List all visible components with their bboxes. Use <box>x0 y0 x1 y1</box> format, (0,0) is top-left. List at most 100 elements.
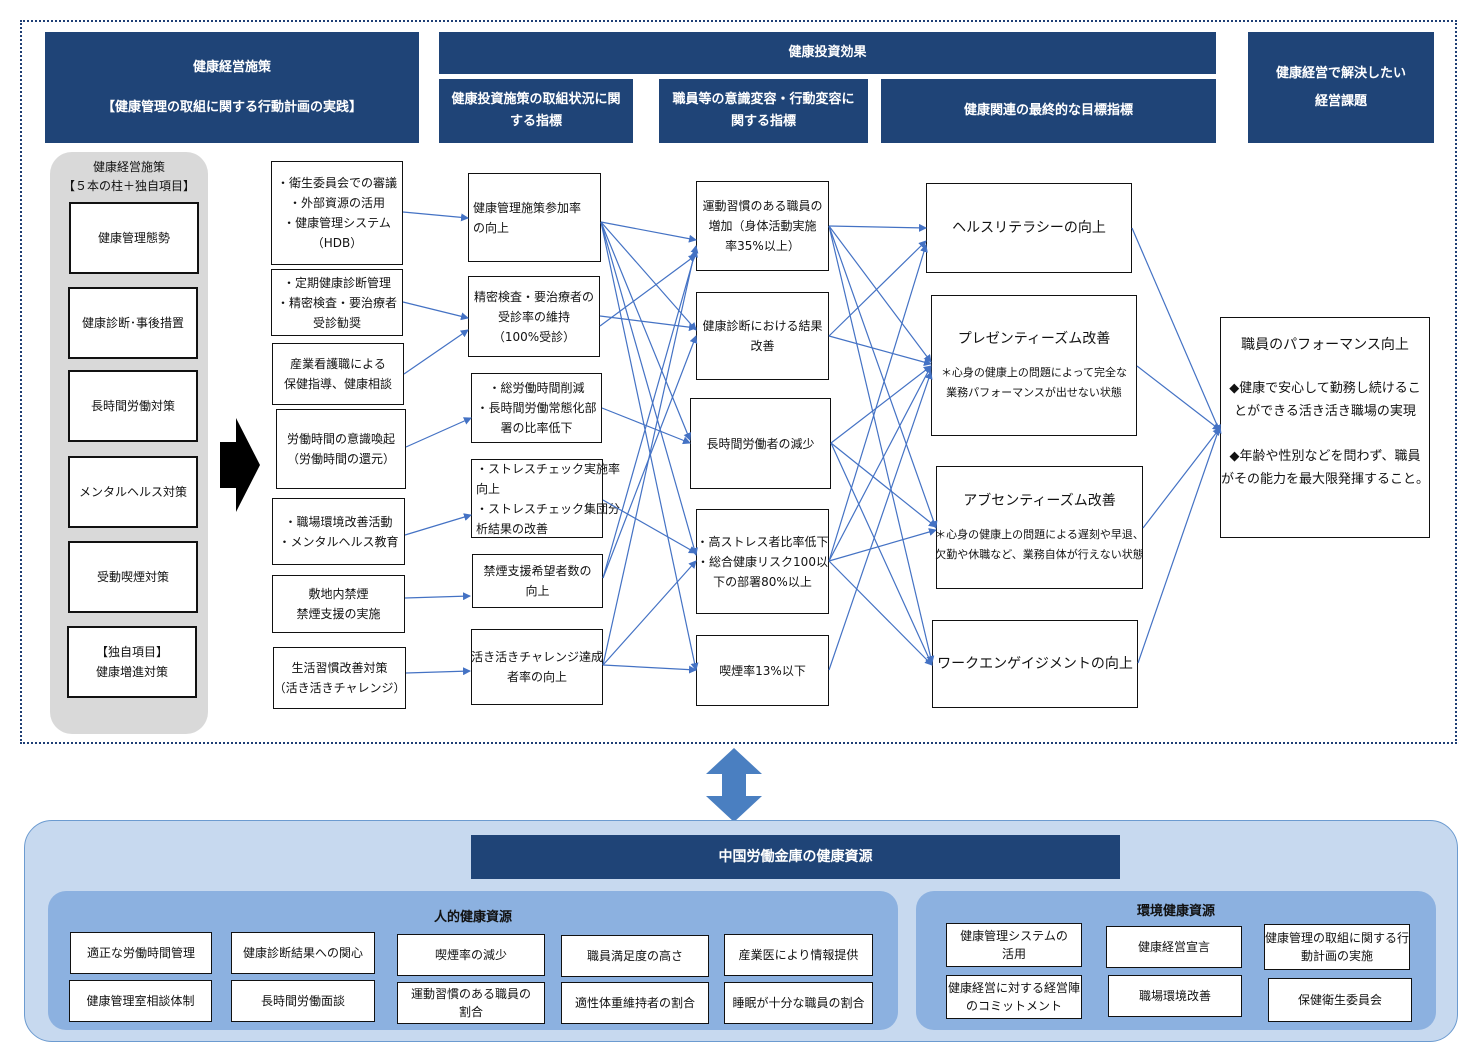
behavior-long-hours: 長時間労働者の減少 <box>690 398 831 489</box>
connector-arrow <box>404 513 472 536</box>
goal-note: 業務パフォーマンスが出せない状態 <box>946 385 1122 399</box>
issue-header-line2: 経営課題 <box>1314 93 1367 109</box>
human-resource-item-label: 睡眠が十分な職員の割合 <box>732 996 865 1010</box>
connector-arrow <box>602 560 697 666</box>
human-resource-item-label: 健康管理室相談体制 <box>86 994 195 1008</box>
indicator-line: ・ストレスチェック集団分 <box>476 501 621 516</box>
connector-arrow <box>830 442 933 666</box>
connector-arrow <box>1136 365 1221 431</box>
behavior-line: ・高ストレス者比率低下 <box>696 534 829 549</box>
issue-line: とができる活き活き職場の実現 <box>1234 404 1416 419</box>
connector-arrow <box>828 335 932 367</box>
issue-header-line1: 健康経営で解決したい <box>1275 65 1406 81</box>
pillar-label: 受動喫煙対策 <box>96 570 169 584</box>
effect-header: 健康投資効果 <box>439 32 1216 74</box>
connector-arrow <box>402 301 469 321</box>
env-resource-item: 健康経営宣言 <box>1106 926 1242 968</box>
measure-committee: ・衛生委員会での審議 ・外部資源の活用 ・健康管理システム （HDB） <box>271 161 403 265</box>
indicator-participation: 健康管理施策参加率 の向上 <box>468 173 601 262</box>
pillar-health-checkup: 健康診断･事後措置 <box>68 287 198 359</box>
behavior-line: 下の部署80%以上 <box>713 574 812 589</box>
connector-arrow <box>599 254 697 327</box>
measure-lifestyle: 生活習慣改善対策 （活き活きチャレンジ） <box>273 647 406 709</box>
effect-col3-title: 健康関連の最終的な目標指標 <box>963 103 1133 118</box>
health-resources-title: 中国労働金庫の健康資源 <box>471 835 1120 879</box>
connector-arrow <box>600 221 699 671</box>
behavior-line: 喫煙率13%以下 <box>719 663 806 678</box>
env-resource-item-label: のコミットメント <box>965 999 1062 1013</box>
connector-arrow <box>828 528 937 562</box>
connector-arrow <box>828 225 935 664</box>
connector-arrow <box>599 315 697 332</box>
measure-line: ・メンタルヘルス教育 <box>278 534 399 549</box>
connector-arrow <box>404 592 471 601</box>
connector-arrow <box>828 240 927 337</box>
issue-title: 職員のパフォーマンス向上 <box>1241 337 1409 353</box>
measure-line: （HDB） <box>311 236 363 250</box>
connector-arrow <box>403 329 469 375</box>
pillar-passive-smoking: 受動喫煙対策 <box>68 541 198 613</box>
connector-arrow <box>602 664 697 674</box>
effect-col1-header: 健康投資施策の取組状況に関 する指標 <box>439 79 633 143</box>
effect-col1-line1: 健康投資施策の取組状況に関 <box>451 92 621 107</box>
policy-header-title: 健康経営施策 <box>192 59 271 75</box>
env-resource-item: 保健衛生委員会 <box>1268 978 1412 1022</box>
connector-arrow <box>828 225 938 529</box>
connector-arrow <box>828 371 933 671</box>
goal-presenteeism: プレゼンティーズム改善 ＊心身の健康上の問題によって完全な 業務パフォーマンスが… <box>931 295 1137 436</box>
env-resource-item-label: 活用 <box>1001 947 1026 961</box>
measure-checkup: ・定期健康診断管理 ・精密検査・要治療者 受診勧奨 <box>271 269 403 336</box>
env-resource-item-label: 職場環境改善 <box>1138 989 1211 1003</box>
env-resource-item: 職場環境改善 <box>1108 975 1242 1017</box>
indicator-line: 精密検査・要治療者の <box>473 289 594 304</box>
indicator-line: ・長時間労働常態化部 <box>476 401 597 415</box>
policy-header: 健康経営施策 【健康管理の取組に関する行動計画の実践】 <box>45 32 419 143</box>
issue-header: 健康経営で解決したい 経営課題 <box>1248 32 1434 143</box>
human-resource-item-label: 長時間労働面談 <box>260 994 345 1008</box>
indicator-quit-smoking: 禁煙支援希望者数の 向上 <box>472 554 603 608</box>
pillar-mental-health: メンタルヘルス対策 <box>68 456 198 528</box>
connector-arrow <box>1131 227 1221 433</box>
connector-arrow <box>405 667 471 676</box>
measure-line: ・精密検査・要治療者 <box>276 295 397 310</box>
pillar-label: 健康診断･事後措置 <box>81 316 184 330</box>
measure-nurse: 産業看護職による 保健指導、健康相談 <box>272 343 404 405</box>
pillar-label: 【独自項目】 <box>95 645 168 659</box>
pillar-label: 健康管理態勢 <box>97 231 170 245</box>
connector-arrow <box>1142 427 1221 529</box>
behavior-line: 長時間労働者の減少 <box>706 436 815 451</box>
double-arrow-icon <box>706 748 762 822</box>
pillar-long-hours: 長時間労働対策 <box>68 370 198 442</box>
env-resource-item: 健康管理の取組に関する行動計画の実施 <box>1264 924 1410 970</box>
right-arrow-icon <box>220 418 260 512</box>
measure-line: ・衛生委員会での審議 <box>276 176 397 190</box>
human-resource-item-label: 運動習慣のある職員の <box>410 987 531 1001</box>
effect-col2-header: 職員等の意識変容・行動変容に 関する指標 <box>659 79 868 143</box>
measure-line: 保健指導、健康相談 <box>283 377 392 391</box>
human-resource-item-label: 産業医により情報提供 <box>738 948 859 962</box>
env-resource-item-label: 健康経営に対する経営陣 <box>947 981 1080 995</box>
human-resource-item: 産業医により情報提供 <box>724 934 873 976</box>
connector-arrow <box>1137 425 1222 664</box>
human-resource-item: 健康管理室相談体制 <box>69 980 212 1022</box>
pillars-title: 健康経営施策 【５本の柱＋独自項目】 <box>50 158 208 196</box>
env-resource-item-label: 動計画の実施 <box>1300 949 1373 963</box>
goal-health-literacy: ヘルスリテラシーの向上 <box>926 183 1132 273</box>
connector-arrow <box>402 211 469 222</box>
indicator-line: 健康管理施策参加率 <box>473 200 582 215</box>
human-resource-item: 適性体重維持者の割合 <box>561 982 709 1024</box>
measure-line: ・定期健康診断管理 <box>282 275 391 290</box>
behavior-line: 健康診断における結果 <box>702 319 823 333</box>
pillar-health-management: 健康管理態勢 <box>69 202 199 274</box>
measure-line: 敷地内禁煙 <box>308 587 369 601</box>
behavior-smoking-rate: 喫煙率13%以下 <box>696 635 829 706</box>
measure-line: 生活習慣改善対策 <box>291 661 388 675</box>
human-resource-item-label: 職員満足度の高さ <box>586 949 683 963</box>
connector-arrow <box>600 221 697 243</box>
goal-engagement: ワークエンゲイジメントの向上 <box>932 620 1138 708</box>
measure-smoking: 敷地内禁煙 禁煙支援の実施 <box>272 575 405 633</box>
env-resource-item: 健康経営に対する経営陣のコミットメント <box>946 975 1082 1019</box>
human-resource-item: 長時間労働面談 <box>231 980 375 1022</box>
indicator-work-hours: ・総労働時間削減 ・長時間労働常態化部 署の比率低下 <box>471 373 602 443</box>
indicator-stress-check: ・ストレスチェック実施率 向上 ・ストレスチェック集団分 析結果の改善 <box>471 459 620 538</box>
